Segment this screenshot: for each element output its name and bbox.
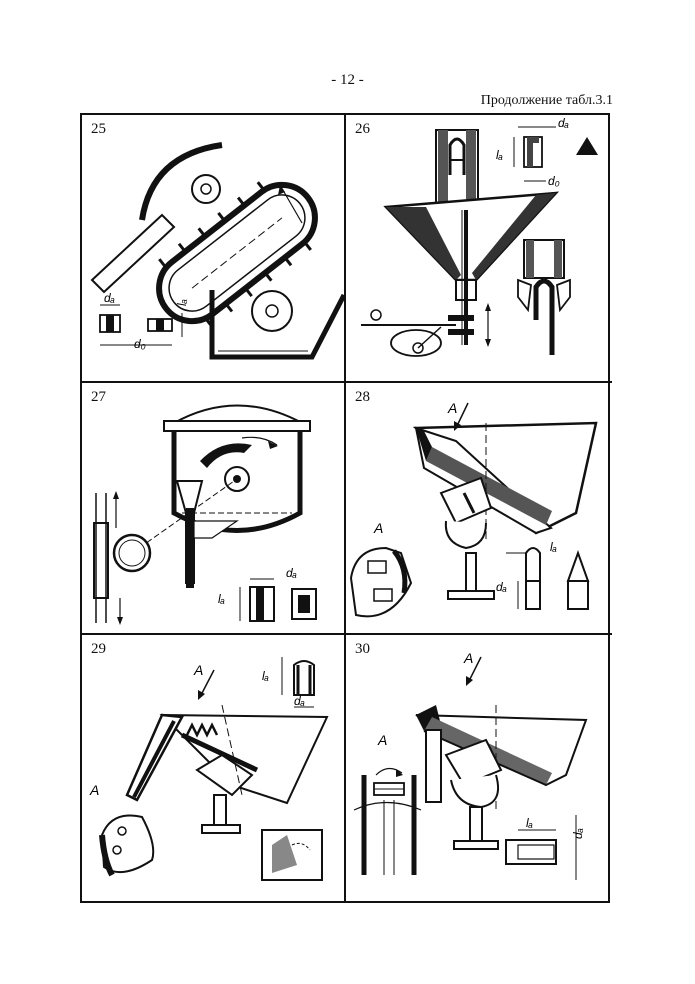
cell-number: 25 <box>91 121 106 137</box>
cell-number: 28 <box>355 389 370 405</box>
cell-29: 29 A A lₐ dₐ <box>82 635 346 901</box>
dim-label-l: lₐ <box>218 592 225 606</box>
dim-label-l: lₐ <box>496 148 503 162</box>
dim-label-d: dₐ <box>558 116 569 130</box>
cell-28: 28 A A dₐ <box>346 383 612 635</box>
cell-30: 30 A A <box>346 635 612 901</box>
dim-label-d0: d₀ <box>548 174 560 188</box>
view-label-a: A <box>193 662 203 678</box>
bucket-elevator-drawing: dₐ d₀ lₐ <box>90 142 344 360</box>
cell-number: 29 <box>91 641 106 657</box>
view-label-a: A <box>447 400 457 416</box>
dim-label-l: lₐ <box>526 816 533 830</box>
dim-label-d: dₐ <box>571 828 585 839</box>
view-label-a-detail: A <box>89 782 99 798</box>
cell-number: 26 <box>355 121 370 137</box>
drum-feeder-drawing: dₐ lₐ <box>93 404 317 625</box>
funnel-feeder-drawing: dₐ d₀ lₐ <box>361 116 598 357</box>
cell-26: 26 <box>346 115 612 383</box>
cell-number: 30 <box>355 641 370 657</box>
cell-25: 25 <box>82 115 346 383</box>
view-label-a: A <box>463 650 473 666</box>
figure-table: 25 <box>80 113 612 903</box>
rotary-disk-feeder-drawing: A A dₐ lₐ <box>349 400 598 618</box>
dim-label-l: lₐ <box>262 669 269 683</box>
view-label-a-detail: A <box>373 520 383 536</box>
page-number: - 12 - <box>331 72 364 88</box>
vibrating-disk-feeder-drawing: A A lₐ dₐ <box>353 650 588 880</box>
inclined-disk-feeder-drawing: A A lₐ dₐ <box>89 657 329 881</box>
dim-label-d: dₐ <box>496 580 507 594</box>
view-label-a-detail: A <box>377 732 387 748</box>
dim-label-d: dₐ <box>104 291 115 305</box>
cell-27: 27 <box>82 383 346 635</box>
table-caption: Продолжение табл.3.1 <box>480 93 613 108</box>
dim-label-d0: d₀ <box>134 337 146 351</box>
dim-label-d: dₐ <box>294 694 305 708</box>
cell-number: 27 <box>91 389 106 405</box>
dim-label-l: lₐ <box>550 540 557 554</box>
dim-label-d: dₐ <box>286 566 297 580</box>
dim-label-l: lₐ <box>175 299 189 306</box>
